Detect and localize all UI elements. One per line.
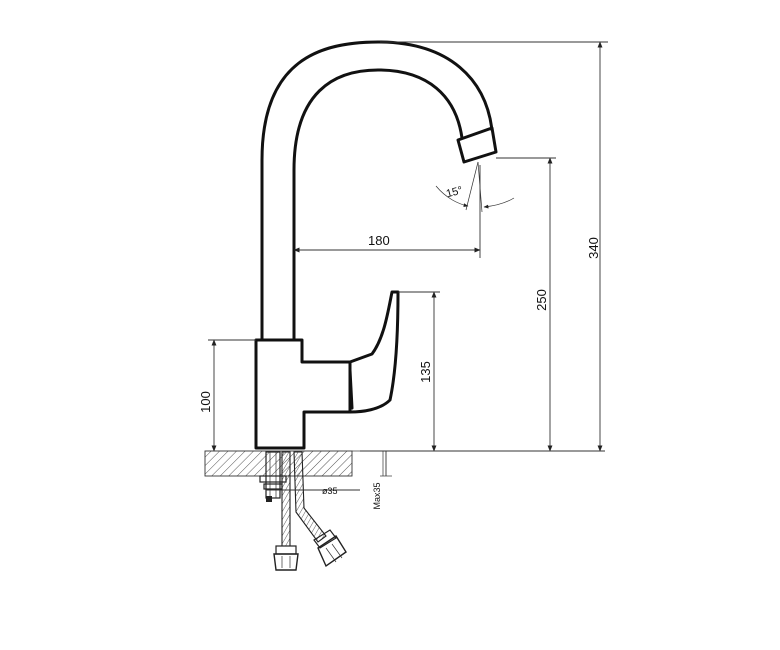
lever-height-label: 135: [418, 361, 433, 383]
dimension-pipe-diameter: ø35: [266, 486, 360, 496]
faucet-body: [254, 338, 352, 450]
faucet-spout: [260, 40, 498, 342]
lever-handle: [348, 290, 400, 414]
reach-label: 180: [368, 233, 390, 248]
outlet-height-label: 250: [534, 289, 549, 311]
spray-angle-label: 15°: [445, 184, 464, 200]
countertop: [204, 450, 605, 477]
pipe-diameter-label: ø35: [322, 486, 338, 496]
dimension-outlet-height: 250: [496, 157, 556, 452]
dimension-spray-angle: 15°: [435, 161, 515, 213]
overall-height-label: 340: [586, 237, 601, 259]
body-height-label: 100: [198, 391, 213, 413]
dimension-reach: 180: [293, 165, 481, 258]
max-thickness-label: Max35: [372, 482, 382, 509]
aerator: [456, 126, 498, 164]
dimension-overall-height: 340: [380, 41, 608, 452]
dimension-max-thickness: Max35: [372, 451, 392, 510]
flexible-hoses: [273, 451, 347, 571]
dimension-body-height: 100: [198, 339, 256, 452]
dimension-lever-height: 135: [398, 291, 440, 452]
